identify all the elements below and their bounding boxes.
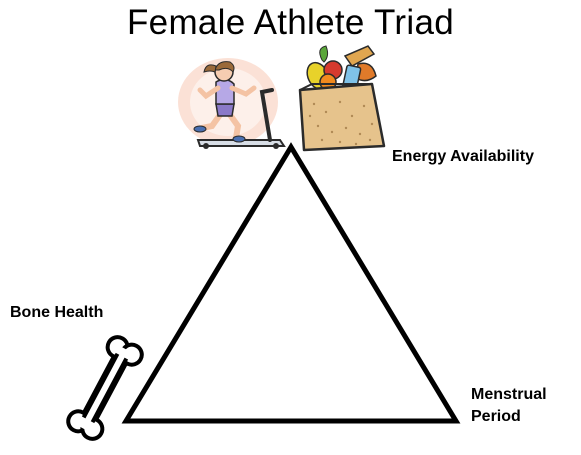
- vertex-label-menstrual-period: Menstrual Period: [471, 384, 547, 428]
- vertex-label-menstrual-line2: Period: [471, 406, 547, 428]
- triad-triangle: [126, 147, 456, 421]
- vertex-label-bone-health: Bone Health: [10, 302, 103, 324]
- woman-on-treadmill-icon: [178, 58, 284, 149]
- bone-icon: [65, 334, 146, 443]
- grocery-bag-icon: [300, 46, 384, 150]
- vertex-label-menstrual-line1: Menstrual: [471, 384, 547, 406]
- vertex-label-energy-availability: Energy Availability: [392, 146, 534, 168]
